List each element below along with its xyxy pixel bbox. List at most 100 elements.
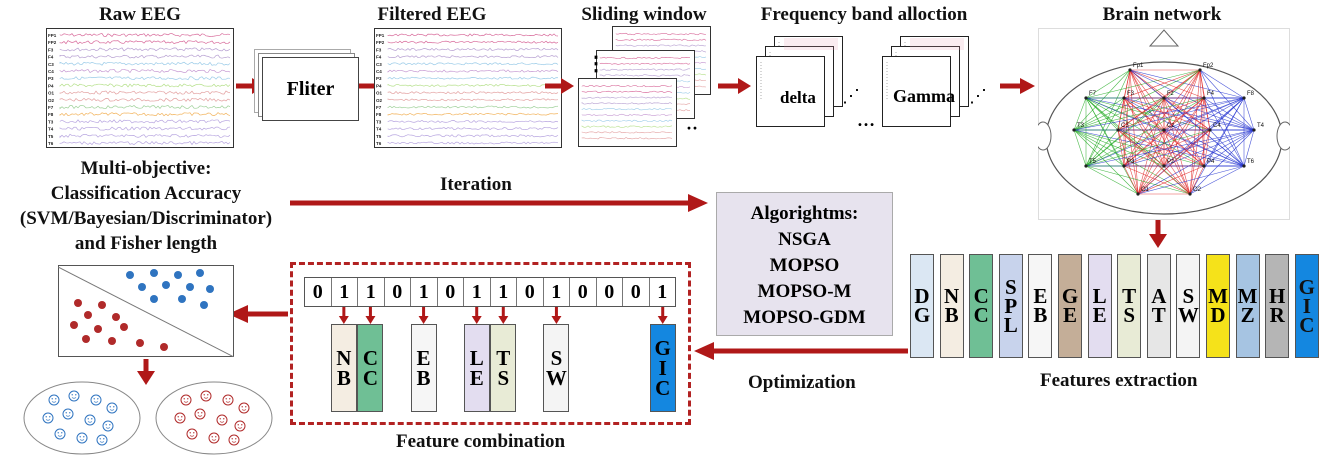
eeg-channel-label: C3 — [376, 62, 382, 67]
subject-face-icon — [96, 434, 108, 446]
class-point-red — [82, 335, 90, 343]
window-trace — [599, 56, 691, 60]
eeg-channel-label: T6 — [48, 141, 54, 146]
ear-right — [1276, 121, 1290, 151]
bit-cell: 0 — [438, 278, 464, 306]
electrode-node — [1208, 128, 1212, 132]
bit-arrowhead — [418, 316, 429, 324]
brain-network-title: Brain network — [1102, 4, 1222, 25]
network-edge — [1123, 97, 1245, 167]
electrode-label: Fz — [1167, 91, 1174, 97]
class-point-red — [108, 337, 116, 345]
eeg-channel-label: C4 — [48, 69, 54, 74]
subject-face-icon — [186, 428, 198, 440]
electrode-node — [1188, 192, 1192, 196]
iteration-arrow — [290, 194, 708, 212]
network-edge — [1199, 69, 1255, 131]
network-edge — [1073, 129, 1125, 167]
electrode-label: F7 — [1089, 91, 1097, 97]
network-edge — [1073, 129, 1245, 167]
network-edge — [1085, 97, 1125, 167]
group-blue — [23, 381, 141, 455]
eeg-trace — [387, 127, 559, 131]
eeg-trace — [59, 133, 231, 139]
electrode-node — [1242, 96, 1246, 100]
window-trace — [581, 137, 673, 140]
network-edge — [1137, 97, 1205, 195]
eeg-trace — [387, 105, 559, 109]
eeg-trace — [59, 40, 231, 45]
electrode-label: T6 — [1247, 159, 1255, 165]
network-edge — [1073, 97, 1125, 131]
class-point-blue — [150, 269, 158, 277]
class-point-red — [160, 343, 168, 351]
network-edge — [1117, 97, 1205, 131]
network-edge — [1085, 97, 1255, 131]
network-edge — [1203, 129, 1255, 167]
electrode-label: T5 — [1089, 159, 1097, 165]
network-edge — [1189, 165, 1245, 195]
eeg-trace — [59, 112, 231, 117]
network-edge — [1085, 165, 1139, 195]
electrode-label: Pz — [1167, 159, 1174, 165]
network-edge — [1117, 97, 1125, 131]
eeg-trace — [387, 40, 559, 44]
network-edge — [1163, 129, 1211, 167]
network-edge — [1085, 165, 1191, 195]
network-edge — [1073, 97, 1205, 131]
electrode-node — [1128, 68, 1132, 72]
eeg-channel-label: F7 — [48, 105, 54, 110]
bit-cell: 1 — [491, 278, 517, 306]
network-edge — [1073, 97, 1087, 131]
class-point-red — [98, 301, 106, 309]
eeg-trace — [387, 76, 559, 80]
network-edge — [1123, 69, 1201, 99]
network-edge — [1123, 97, 1255, 131]
network-edge — [1123, 165, 1191, 195]
bit-cell: 0 — [305, 278, 332, 306]
network-edge — [1073, 97, 1245, 131]
network-edge — [1123, 129, 1165, 167]
window-frame — [578, 78, 677, 147]
window-trace — [581, 96, 673, 99]
electrode-node — [1202, 164, 1206, 168]
network-edge — [1163, 97, 1211, 131]
network-edge — [1137, 165, 1245, 195]
electrode-label: C4 — [1213, 123, 1221, 129]
window-trace — [599, 68, 691, 71]
eeg-trace — [59, 104, 231, 110]
eeg-trace — [59, 97, 231, 102]
subject-face-icon — [102, 420, 114, 432]
subject-face-icon — [194, 408, 206, 420]
network-edge — [1163, 97, 1255, 131]
window-trace — [581, 119, 673, 122]
eeg-channel-label: P4 — [48, 83, 54, 88]
eeg-channel-label: T3 — [48, 119, 54, 124]
eeg-trace — [59, 83, 231, 88]
frequency-band-stacks — [756, 36, 969, 127]
band-dots: … — [857, 110, 875, 130]
eeg-channel-label: O2 — [376, 98, 383, 103]
network-edge — [1137, 165, 1165, 195]
eeg-trace — [59, 47, 231, 52]
network-edge — [1129, 69, 1205, 167]
class-point-red — [112, 313, 120, 321]
subject-face-icon — [222, 394, 234, 406]
electrode-node — [1084, 164, 1088, 168]
band-delta-label: delta — [780, 88, 816, 107]
bit-cell: 1 — [411, 278, 438, 306]
network-edge — [1189, 129, 1211, 195]
subject-face-icon — [234, 420, 246, 432]
eeg-channel-label: F8 — [376, 112, 382, 117]
eeg-channel-label: FP2 — [376, 40, 385, 45]
window-trace — [581, 108, 673, 111]
